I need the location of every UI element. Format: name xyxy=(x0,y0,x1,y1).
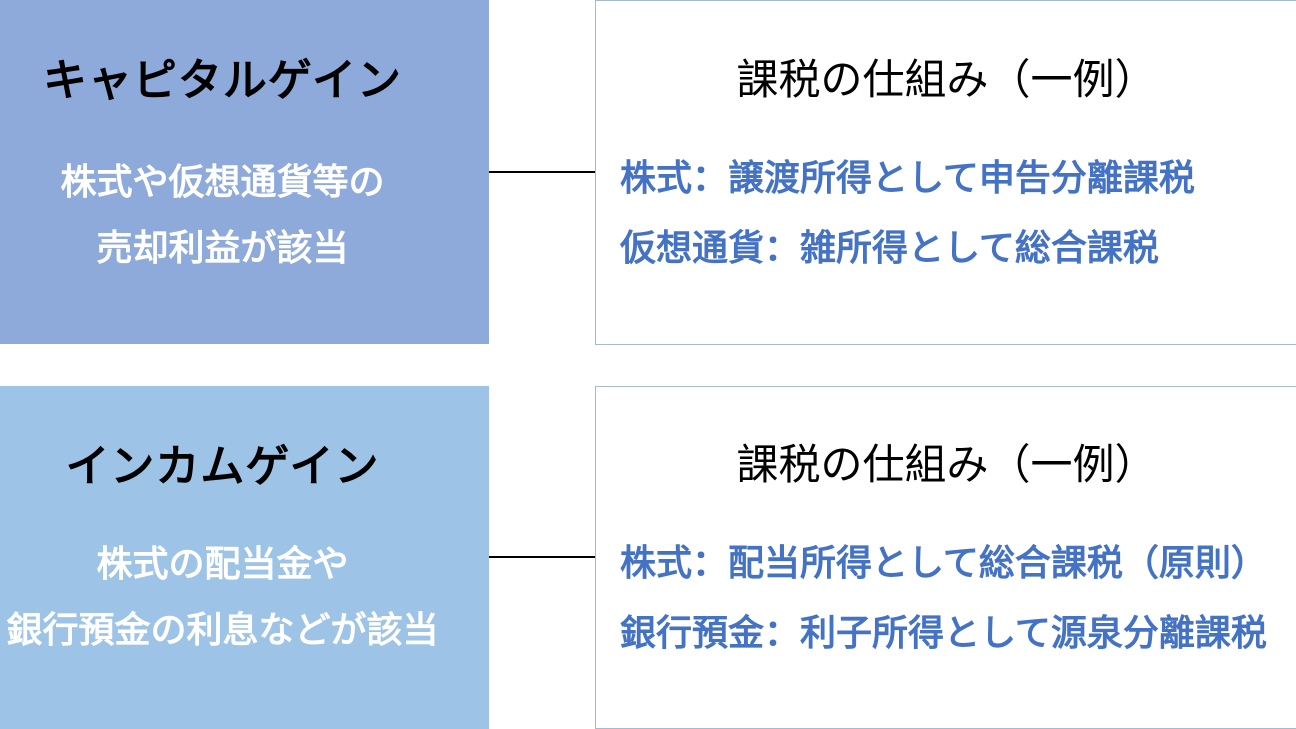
income-gain-connector xyxy=(489,556,595,558)
capital-gain-tax-item-crypto: 仮想通貨：雑所得として総合課税 xyxy=(620,228,1159,269)
capital-gain-description-line-1: 株式や仮想通貨等の xyxy=(60,162,385,203)
income-gain-box: インカムゲイン 株式の配当金や 銀行預金の利息などが該当 xyxy=(0,386,489,729)
income-gain-description-line-2: 銀行預金の利息などが該当 xyxy=(6,610,439,651)
income-gain-description-line-1: 株式の配当金や xyxy=(96,544,349,585)
income-gain-tax-title: 課税の仕組み（一例） xyxy=(736,440,1157,489)
capital-gain-connector xyxy=(489,171,595,173)
income-gain-tax-item-stock: 株式：配当所得として総合課税（原則） xyxy=(620,543,1267,584)
capital-gain-description-line-2: 売却利益が該当 xyxy=(96,228,349,269)
capital-gain-box: キャピタルゲイン 株式や仮想通貨等の 売却利益が該当 xyxy=(0,0,489,344)
capital-gain-tax-item-stock: 株式：譲渡所得として申告分離課税 xyxy=(620,158,1195,199)
capital-gain-title: キャピタルゲイン xyxy=(42,55,403,106)
capital-gain-tax-box: 課税の仕組み（一例） 株式：譲渡所得として申告分離課税 仮想通貨：雑所得として総… xyxy=(595,0,1296,345)
income-gain-tax-box: 課税の仕組み（一例） 株式：配当所得として総合課税（原則） 銀行預金：利子所得と… xyxy=(595,386,1296,729)
income-gain-description: 株式の配当金や 銀行預金の利息などが該当 xyxy=(0,532,445,664)
income-gain-tax-item-deposit: 銀行預金：利子所得として源泉分離課税 xyxy=(620,613,1267,654)
income-gain-title: インカムゲイン xyxy=(65,441,380,492)
capital-gain-description: 株式や仮想通貨等の 売却利益が該当 xyxy=(0,150,445,282)
capital-gain-tax-title: 課税の仕組み（一例） xyxy=(736,55,1157,104)
